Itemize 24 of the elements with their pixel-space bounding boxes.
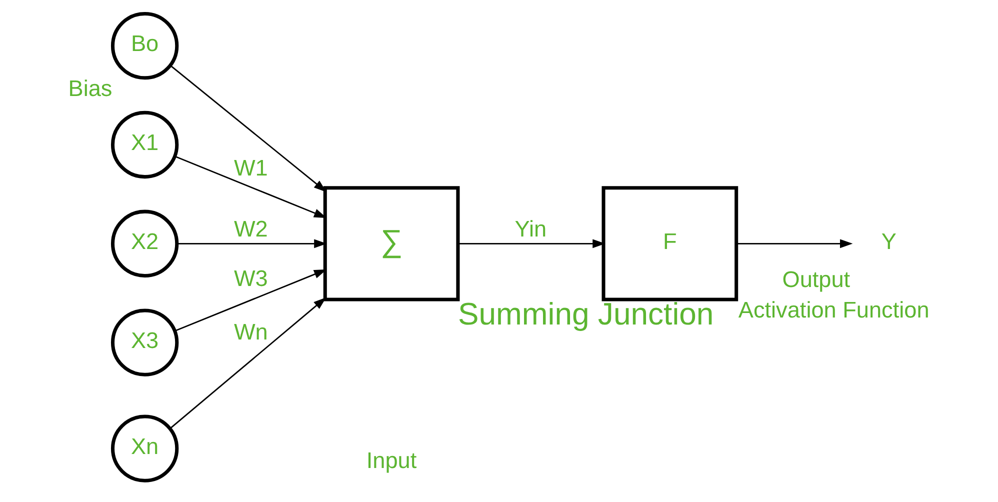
node-circle: Xn xyxy=(110,414,178,482)
node-circle: X1 xyxy=(110,110,178,179)
arrow xyxy=(458,239,605,248)
edge-label: Yin xyxy=(514,216,546,242)
edge-label: W3 xyxy=(233,266,268,291)
arrow xyxy=(176,239,326,248)
arrow xyxy=(174,156,326,218)
node-text: Y xyxy=(880,229,896,254)
arrow xyxy=(736,239,852,248)
arrow xyxy=(174,269,326,332)
label: Input xyxy=(366,448,416,474)
node-circle: X2 xyxy=(110,210,178,278)
edge-label: W1 xyxy=(233,156,268,181)
node-label: Bias xyxy=(68,76,112,101)
node-circle: X3 xyxy=(110,308,178,376)
node-box: F xyxy=(601,186,738,302)
edge-label: W2 xyxy=(233,216,268,242)
arrow xyxy=(169,297,326,430)
node-circle: Bo xyxy=(110,12,178,80)
node-box: ∑ xyxy=(322,186,460,302)
node-label: Output xyxy=(782,267,850,292)
arrow xyxy=(170,64,326,192)
node-label: Activation Function xyxy=(738,298,929,323)
edge-label: Wn xyxy=(233,319,268,344)
